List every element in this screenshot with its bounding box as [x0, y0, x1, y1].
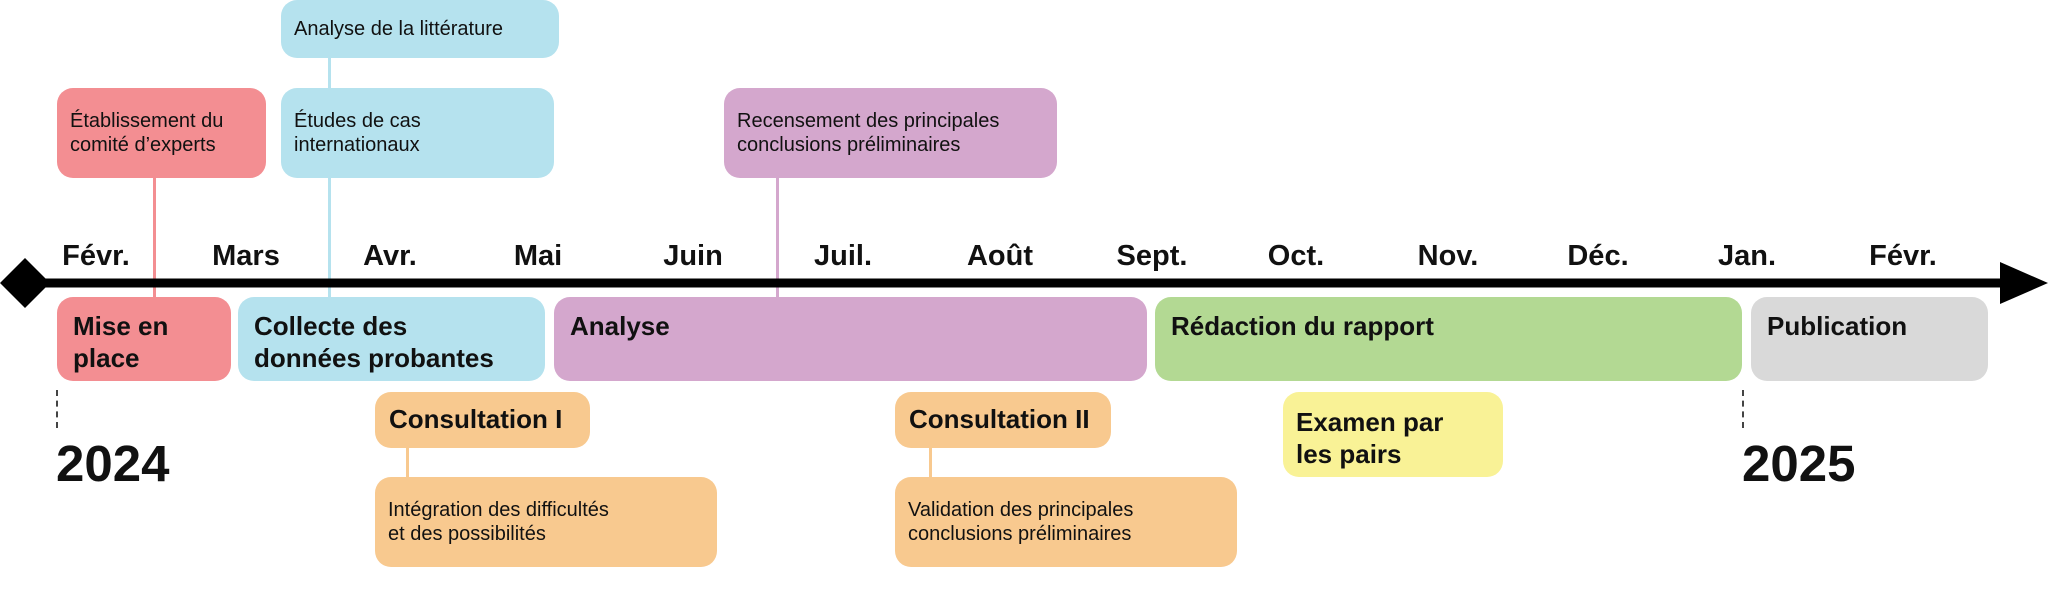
milestone-expert-committee: Établissement du comité d’experts	[57, 88, 266, 178]
connector-consultation-2	[929, 440, 932, 480]
year-marker-2025	[1742, 390, 1744, 428]
activity-challenges-integration: Intégration des difficultés et des possi…	[375, 477, 717, 567]
phase-evidence-collection: Collecte des données probantes	[238, 297, 545, 381]
phase-report-writing: Rédaction du rapport	[1155, 297, 1742, 381]
month-label: Juin	[663, 240, 723, 272]
phase-publication: Publication	[1751, 297, 1988, 381]
milestone-case-studies: Études de cas internationaux	[281, 88, 554, 178]
phase-analysis: Analyse	[554, 297, 1147, 381]
connector-consultation-1	[406, 440, 409, 480]
month-label: Nov.	[1417, 240, 1479, 272]
month-label: Oct.	[1267, 240, 1325, 272]
month-label: Déc.	[1567, 240, 1629, 272]
month-label: Juil.	[813, 240, 873, 272]
milestone-literature-review: Analyse de la littérature	[281, 0, 559, 58]
month-label: Févr.	[62, 240, 130, 272]
axis-arrowhead-icon	[2000, 262, 2048, 304]
month-label: Mai	[513, 240, 563, 272]
connector-findings	[776, 176, 779, 298]
year-label-start: 2024	[56, 435, 170, 492]
month-label: Avr.	[363, 240, 417, 272]
month-label: Jan.	[1717, 240, 1777, 272]
year-label-end: 2025	[1742, 435, 1856, 492]
month-label: Sept.	[1116, 240, 1188, 272]
activity-peer-review: Examen par les pairs	[1283, 392, 1503, 477]
month-label: Févr.	[1869, 240, 1937, 272]
month-label: Août	[966, 240, 1034, 272]
connector-experts	[153, 176, 156, 298]
activity-findings-validation: Validation des principales conclusions p…	[895, 477, 1237, 567]
activity-consultation-1: Consultation I	[375, 392, 590, 448]
year-marker-2024	[56, 390, 58, 428]
month-label: Mars	[212, 240, 280, 272]
activity-consultation-2: Consultation II	[895, 392, 1111, 448]
milestone-findings-inventory: Recensement des principales conclusions …	[724, 88, 1057, 178]
axis-start-diamond-icon	[0, 258, 50, 308]
phase-setup: Mise en place	[57, 297, 231, 381]
